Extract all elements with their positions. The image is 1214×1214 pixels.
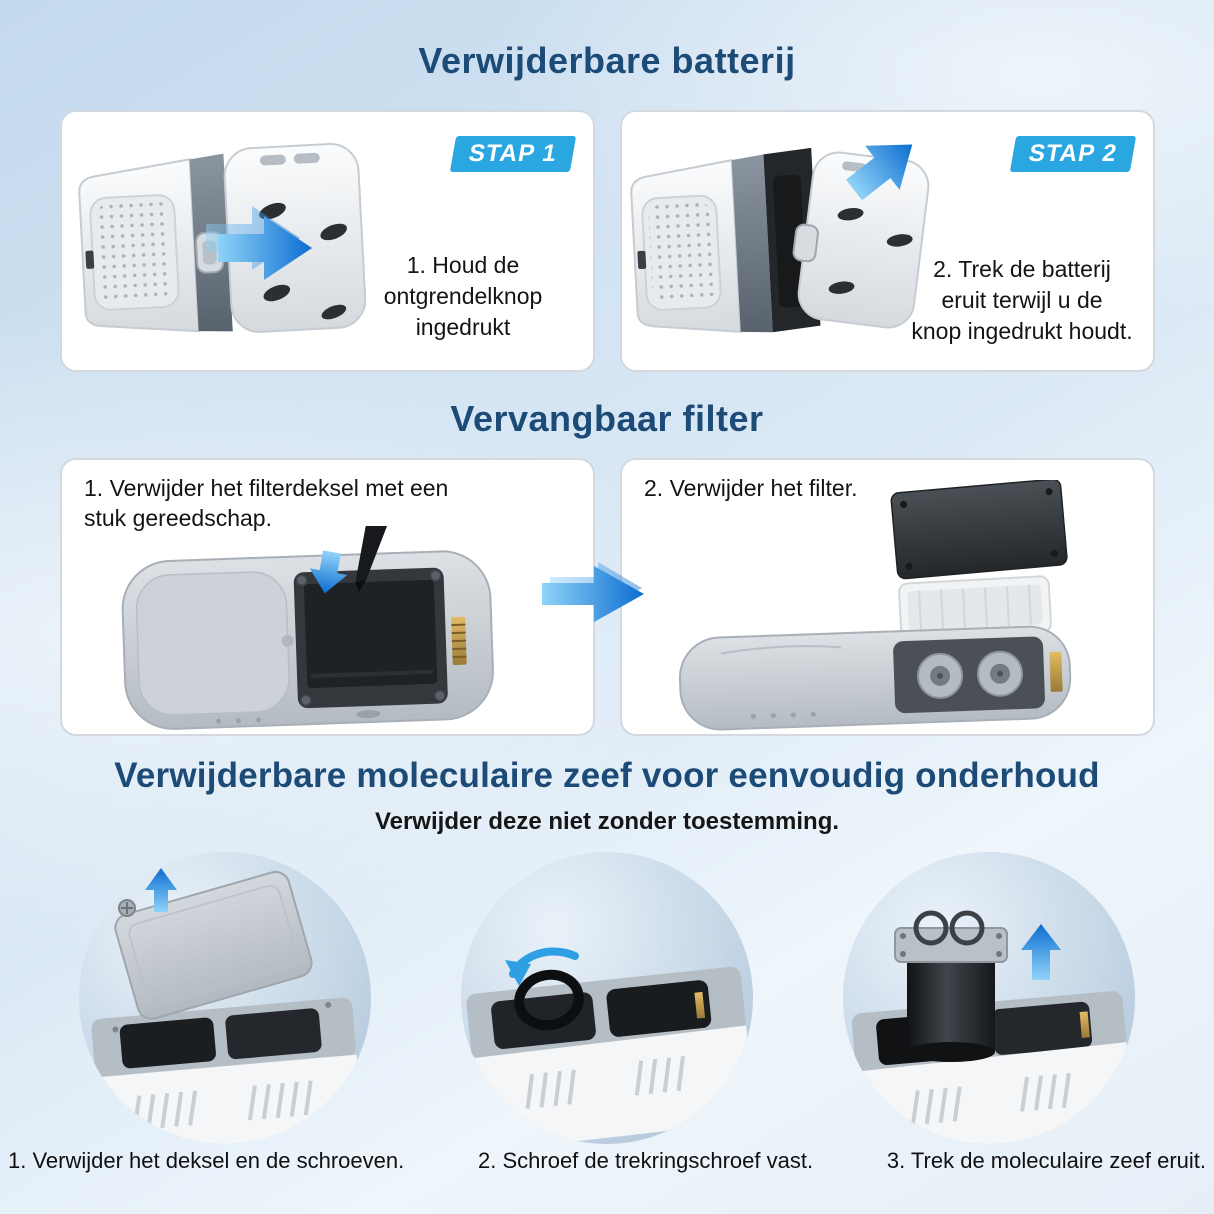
sieve-removal-illustration: [851, 910, 1134, 1144]
device-deck: [466, 966, 753, 1144]
filter-pad: [303, 579, 438, 689]
vent-grille: [648, 201, 715, 304]
section-title-sieve: Verwijderbare moleculaire zeef voor eenv…: [114, 756, 1100, 795]
battery-contacts: [694, 991, 706, 1019]
sieve-step2-caption: 2. Schroef de trekringschroef vast.: [478, 1148, 814, 1173]
step-caption: 1. Verwijder het filterdeksel met een st…: [84, 475, 449, 531]
arrow-up-icon: [145, 868, 177, 912]
section-title-filter: Vervangbaar filter: [450, 398, 764, 439]
step-badge: STAP 2: [1010, 136, 1137, 172]
lid-removed: [114, 870, 313, 1020]
step-caption: 2. Trek de batterij eruit terwijl u de k…: [911, 256, 1133, 345]
arrow-up-icon: [1021, 924, 1061, 980]
battery-step2-panel: STAP 2 2. Trek de batterij eruit terwijl…: [620, 110, 1155, 372]
device-deck: [91, 997, 363, 1144]
vent-grille: [96, 201, 173, 304]
arrow-right-icon: [218, 216, 312, 280]
filter-device-rear-illustration: [678, 480, 1072, 731]
molecular-sieve: [894, 910, 1008, 1062]
section-title-battery: Verwijderbare batterij: [418, 40, 796, 81]
screw-icon: [118, 899, 136, 917]
screws: [295, 569, 446, 706]
arrow-down-icon: [309, 550, 348, 594]
battery-device-step1-illustration: [78, 143, 367, 333]
sieve-step1-caption: 1. Verwijder het deksel en de schroeven.: [8, 1148, 405, 1173]
arrow-right-icon: [542, 562, 644, 622]
device-back: [121, 550, 494, 730]
lid-removal-illustration: [91, 868, 363, 1144]
arrow-up-right-icon: [845, 144, 913, 201]
release-button: [792, 223, 819, 263]
sieve-step2-photo: [461, 852, 753, 1144]
sieve-captions-row: 1. Verwijder het deksel en de schroeven.…: [0, 1148, 1214, 1174]
sieve-step3-caption: 3. Trek de moleculaire zeef eruit.: [886, 1148, 1206, 1173]
sieve-steps-row: [0, 852, 1214, 1144]
pull-ring: [514, 969, 584, 1031]
vent-slots: [132, 1080, 313, 1131]
vent-slots: [910, 1072, 1071, 1126]
sieve-step1-photo: [79, 852, 371, 1144]
rotate-arrow-icon: [505, 947, 579, 986]
filter-element: [898, 575, 1052, 641]
pull-ring-illustration: [466, 947, 753, 1144]
filter-step2-panel: 2. Verwijder het filter.: [620, 458, 1155, 736]
battery-pack-removed: [792, 151, 930, 329]
device-back: [678, 625, 1072, 731]
battery-contacts: [1079, 1011, 1090, 1038]
filter-steps-row: 1. Verwijder het filterdeksel met een st…: [60, 458, 1155, 736]
battery-device-step2-illustration: [630, 144, 930, 333]
battery-steps-row: STAP 1 1. Houd de ontgrendelknop ingedru…: [60, 110, 1155, 372]
filter-device-top-illustration: [121, 526, 494, 730]
step-badge: STAP 1: [450, 136, 577, 172]
vent-slots: [525, 1055, 685, 1110]
step-caption: 1. Houd de ontgrendelknop ingedrukt: [383, 252, 543, 341]
sieve-warning-text: Verwijder deze niet zonder toestemming.: [374, 808, 840, 835]
pry-tool-icon: [355, 526, 390, 592]
step-badge-label: STAP 1: [466, 140, 560, 167]
sieve-step3-photo: [843, 852, 1135, 1144]
step-badge-label: STAP 2: [1026, 140, 1120, 167]
device-body: [630, 147, 821, 333]
battery-contacts: [1049, 651, 1063, 692]
filter-cover-removed: [890, 480, 1068, 580]
battery-step1-panel: STAP 1 1. Houd de ontgrendelknop ingedru…: [60, 110, 595, 372]
step-caption: 2. Verwijder het filter.: [644, 475, 858, 501]
filter-step1-panel: 1. Verwijder het filterdeksel met een st…: [60, 458, 595, 736]
